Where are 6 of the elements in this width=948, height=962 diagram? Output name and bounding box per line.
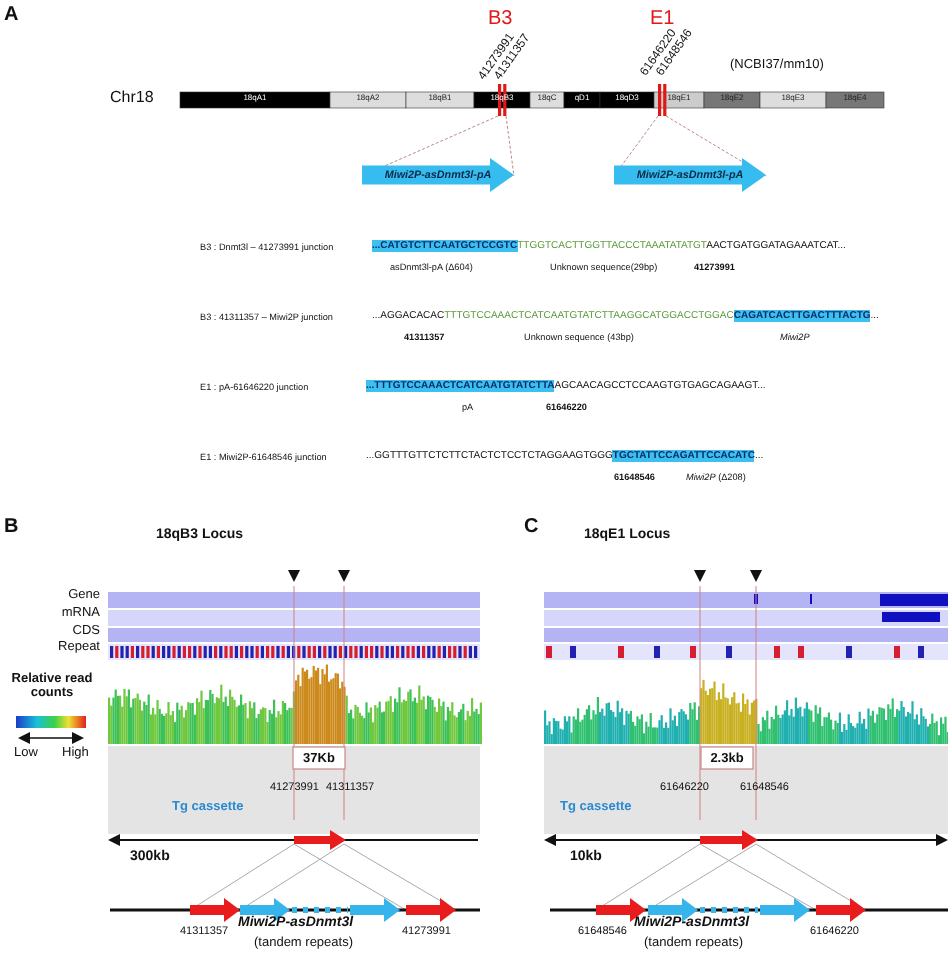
locus-label: B3 — [488, 8, 513, 30]
locus-label: E1 — [650, 8, 675, 30]
chromosome-label: Chr18 — [110, 90, 154, 108]
panel-letter: A — [4, 4, 19, 26]
panel-letter: B — [4, 516, 19, 538]
panel-letter: C — [524, 516, 539, 538]
